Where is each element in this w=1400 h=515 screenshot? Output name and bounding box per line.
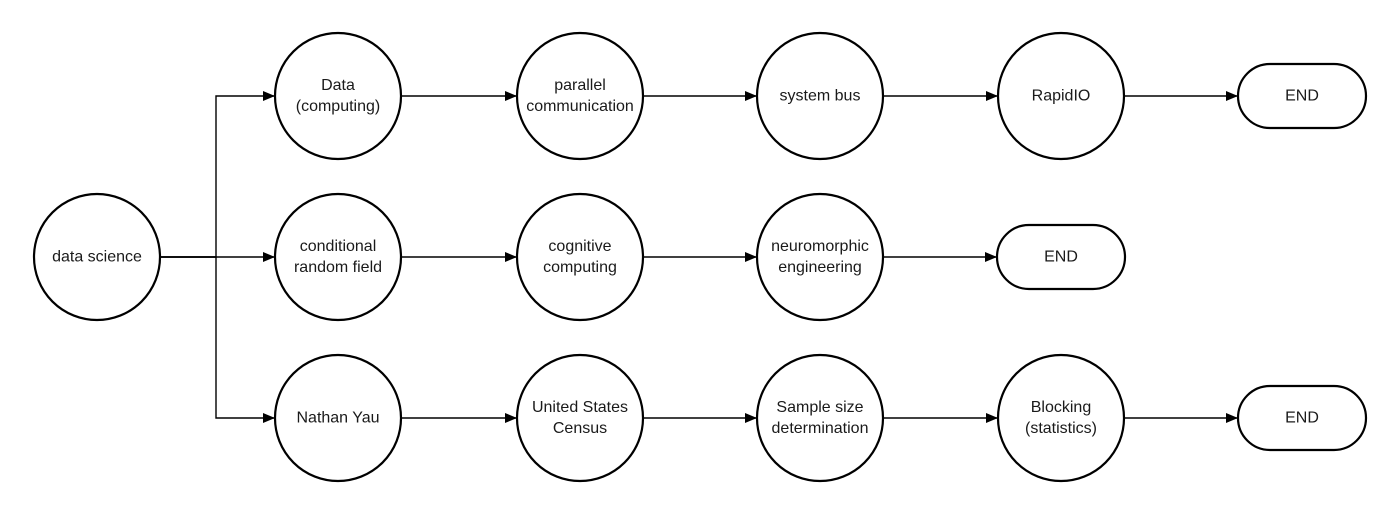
- end-terminal-shape: [1236, 62, 1368, 130]
- node-r3c4: Blocking (statistics): [996, 353, 1126, 483]
- node-label-line: (statistics): [1025, 420, 1097, 437]
- node-label-line: RapidIO: [1032, 88, 1091, 105]
- node-circle: [515, 353, 645, 483]
- edge-root-to-r3c1: [160, 256, 275, 423]
- node-r3c3: Sample size determination: [755, 353, 885, 483]
- node-r2end: END: [995, 223, 1127, 291]
- node-circle: [273, 353, 403, 483]
- node-circle: [515, 192, 645, 322]
- node-r3end: END: [1236, 384, 1368, 452]
- node-circle: [755, 31, 885, 161]
- node-label-line: cognitive: [548, 238, 611, 255]
- node-circle: [996, 31, 1126, 161]
- node-label-line: (computing): [296, 98, 380, 115]
- node-r1c4: RapidIO: [996, 31, 1126, 161]
- node-label-line: data science: [52, 249, 142, 266]
- node-circle: [996, 353, 1126, 483]
- node-r2c2: cognitive computing: [515, 192, 645, 322]
- end-terminal-shape: [1236, 384, 1368, 452]
- node-label-line: Blocking: [1031, 399, 1091, 416]
- node-r1end: END: [1236, 62, 1368, 130]
- node-r1c2: parallel communication: [515, 31, 645, 161]
- node-circle: [273, 192, 403, 322]
- node-r1c3: system bus: [755, 31, 885, 161]
- node-label-line: conditional: [300, 238, 377, 255]
- end-terminal-shape: [995, 223, 1127, 291]
- node-label-line: neuromorphic: [771, 238, 869, 255]
- node-r1c1: Data (computing): [273, 31, 403, 161]
- node-label-line: END: [1285, 88, 1319, 105]
- node-label-line: computing: [543, 259, 617, 276]
- node-circle: [755, 192, 885, 322]
- node-label-line: communication: [526, 98, 634, 115]
- node-label-line: Sample size: [776, 399, 863, 416]
- node-label-line: engineering: [778, 259, 862, 276]
- node-label-line: random field: [294, 259, 382, 276]
- node-label-line: END: [1044, 249, 1078, 266]
- node-label-line: Census: [553, 420, 607, 437]
- node-label-line: Data: [321, 77, 355, 94]
- node-circle: [32, 192, 162, 322]
- node-label-line: parallel: [554, 77, 606, 94]
- node-circle: [273, 31, 403, 161]
- node-r3c1: Nathan Yau: [273, 353, 403, 483]
- node-label-line: END: [1285, 410, 1319, 427]
- edge-root-to-r1c1: [160, 91, 275, 258]
- edges-layer: [160, 91, 1238, 423]
- node-circle: [515, 31, 645, 161]
- node-label-line: Nathan Yau: [296, 410, 379, 427]
- node-label-line: determination: [772, 420, 869, 437]
- node-label-line: system bus: [780, 88, 861, 105]
- nodes-layer: data science Data (computing) parallel commu…: [32, 31, 1368, 483]
- node-label-line: United States: [532, 399, 628, 416]
- node-r2c3: neuromorphic engineering: [755, 192, 885, 322]
- node-circle: [755, 353, 885, 483]
- node-root: data science: [32, 192, 162, 322]
- node-r2c1: conditional random field: [273, 192, 403, 322]
